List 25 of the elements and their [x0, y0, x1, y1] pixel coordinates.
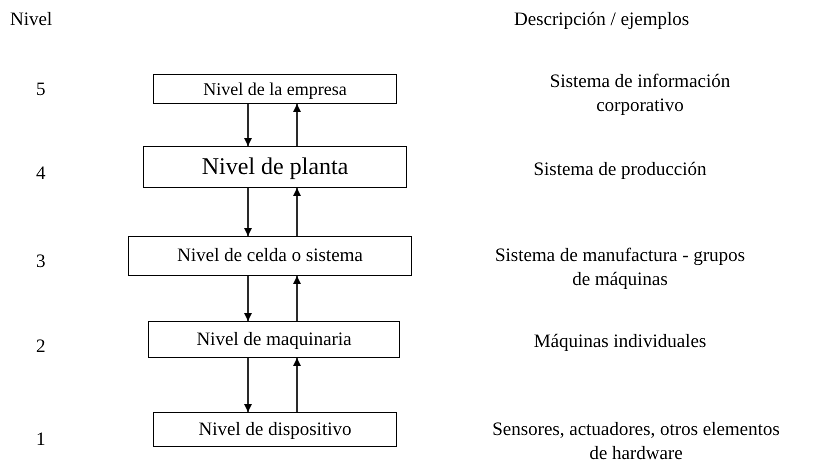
description-text: Máquinas individuales: [532, 330, 708, 354]
level-box: Nivel de la empresa: [153, 74, 397, 104]
description-text: Sistema de manufactura - grupos de máquinas: [494, 244, 746, 292]
arrow: [244, 358, 252, 412]
description-text: Sistema de información corporativo: [548, 70, 732, 118]
level-number: 2: [36, 335, 46, 359]
level-box: Nivel de dispositivo: [153, 412, 397, 447]
arrow: [293, 276, 301, 321]
level-box: Nivel de maquinaria: [148, 321, 400, 358]
arrow: [244, 188, 252, 236]
arrow: [293, 188, 301, 236]
level-number: 1: [36, 428, 46, 452]
description-text: Sistema de producción: [532, 158, 708, 182]
level-number: 3: [36, 250, 46, 274]
arrow: [293, 358, 301, 412]
arrow: [244, 276, 252, 321]
arrow: [244, 104, 252, 146]
arrow: [293, 104, 301, 146]
column-header: Nivel: [10, 8, 52, 32]
level-number: 4: [36, 162, 46, 186]
level-box: Nivel de planta: [143, 146, 407, 188]
column-header: Descripción / ejemplos: [514, 8, 690, 32]
description-text: Sensores, actuadores, otros elementos de hardware: [491, 418, 781, 466]
level-box: Nivel de celda o sistema: [128, 236, 412, 276]
level-number: 5: [36, 78, 46, 102]
